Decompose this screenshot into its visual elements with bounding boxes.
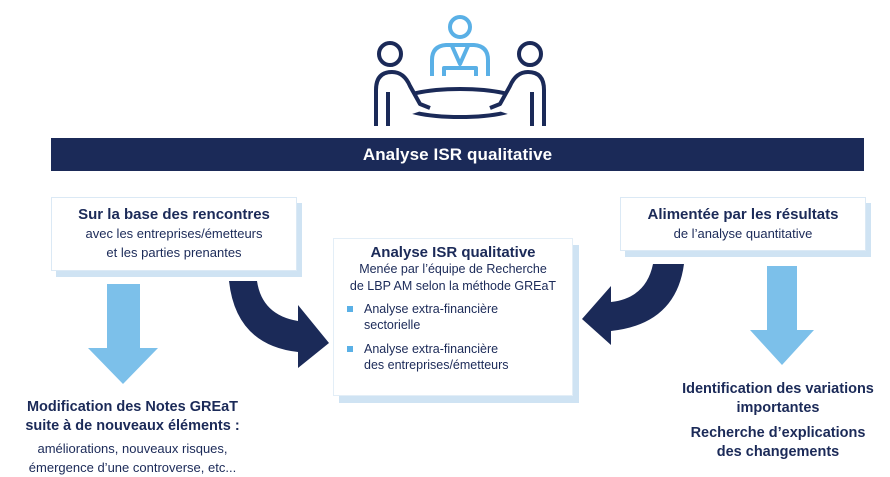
left-curved-arrow-icon <box>229 281 329 368</box>
section-banner: Analyse ISR qualitative <box>51 138 864 171</box>
center-person-icon <box>430 15 490 76</box>
right-down-arrow-icon <box>750 266 814 365</box>
quantitative-source-card: Alimentée par les résultats de l’analyse… <box>620 197 866 251</box>
outcome-left-line-1: améliorations, nouveaux risques, <box>37 441 228 456</box>
outcome-left-bold-2: suite à de nouveaux éléments : <box>25 418 240 434</box>
bullet-2-line-2: des entreprises/émetteurs <box>364 358 509 372</box>
outcome-right-bold-2: importantes <box>736 400 820 416</box>
outcome-right-bold-3: Recherche d’explications <box>690 425 866 441</box>
bullet-1-line-1: Analyse extra-financière <box>364 302 499 316</box>
outcome-left-bold-1: Modification des Notes GREaT <box>26 399 239 415</box>
variations-outcome: Identification des variations importante… <box>666 380 890 462</box>
great-notes-outcome: Modification des Notes GREaT suite à de … <box>0 398 265 477</box>
right-curved-arrow-icon <box>582 264 684 345</box>
meetings-source-card: Sur la base des rencontres avec les entr… <box>51 197 297 271</box>
center-card-line-2: de LBP AM selon la méthode GREaT <box>349 279 557 293</box>
square-bullet-icon <box>347 346 353 352</box>
center-card-line-1: Menée par l’équipe de Recherche <box>359 262 547 276</box>
bullet-item-companies: Analyse extra-financière des entreprises… <box>347 341 572 373</box>
analysis-bullet-list: Analyse extra-financière sectorielle Ana… <box>334 301 572 373</box>
left-person-icon <box>374 41 431 126</box>
meetings-card-line-1: avec les entreprises/émetteurs <box>85 226 263 241</box>
square-bullet-icon <box>347 306 353 312</box>
outcome-left-line-2: émergence d’une controverse, etc... <box>28 460 237 475</box>
qualitative-analysis-card: Analyse ISR qualitative Menée par l’équi… <box>333 238 573 396</box>
bullet-item-sectoral: Analyse extra-financière sectorielle <box>347 301 572 333</box>
center-card-title: Analyse ISR qualitative <box>370 244 536 261</box>
banner-title: Analyse ISR qualitative <box>362 144 553 164</box>
left-down-arrow-icon <box>88 284 158 384</box>
meetings-card-title: Sur la base des rencontres <box>78 206 270 223</box>
meeting-icon <box>374 15 546 126</box>
bullet-2-line-1: Analyse extra-financière <box>364 342 499 356</box>
meetings-card-line-2: et les parties prenantes <box>106 245 242 260</box>
outcome-right-bold-1: Identification des variations <box>682 381 874 397</box>
bullet-1-line-2: sectorielle <box>364 318 421 332</box>
quantitative-card-line-1: de l’analyse quantitative <box>673 226 813 241</box>
outcome-right-bold-4: des changements <box>716 444 840 460</box>
quantitative-card-title: Alimentée par les résultats <box>647 206 839 223</box>
right-person-icon <box>489 41 546 126</box>
